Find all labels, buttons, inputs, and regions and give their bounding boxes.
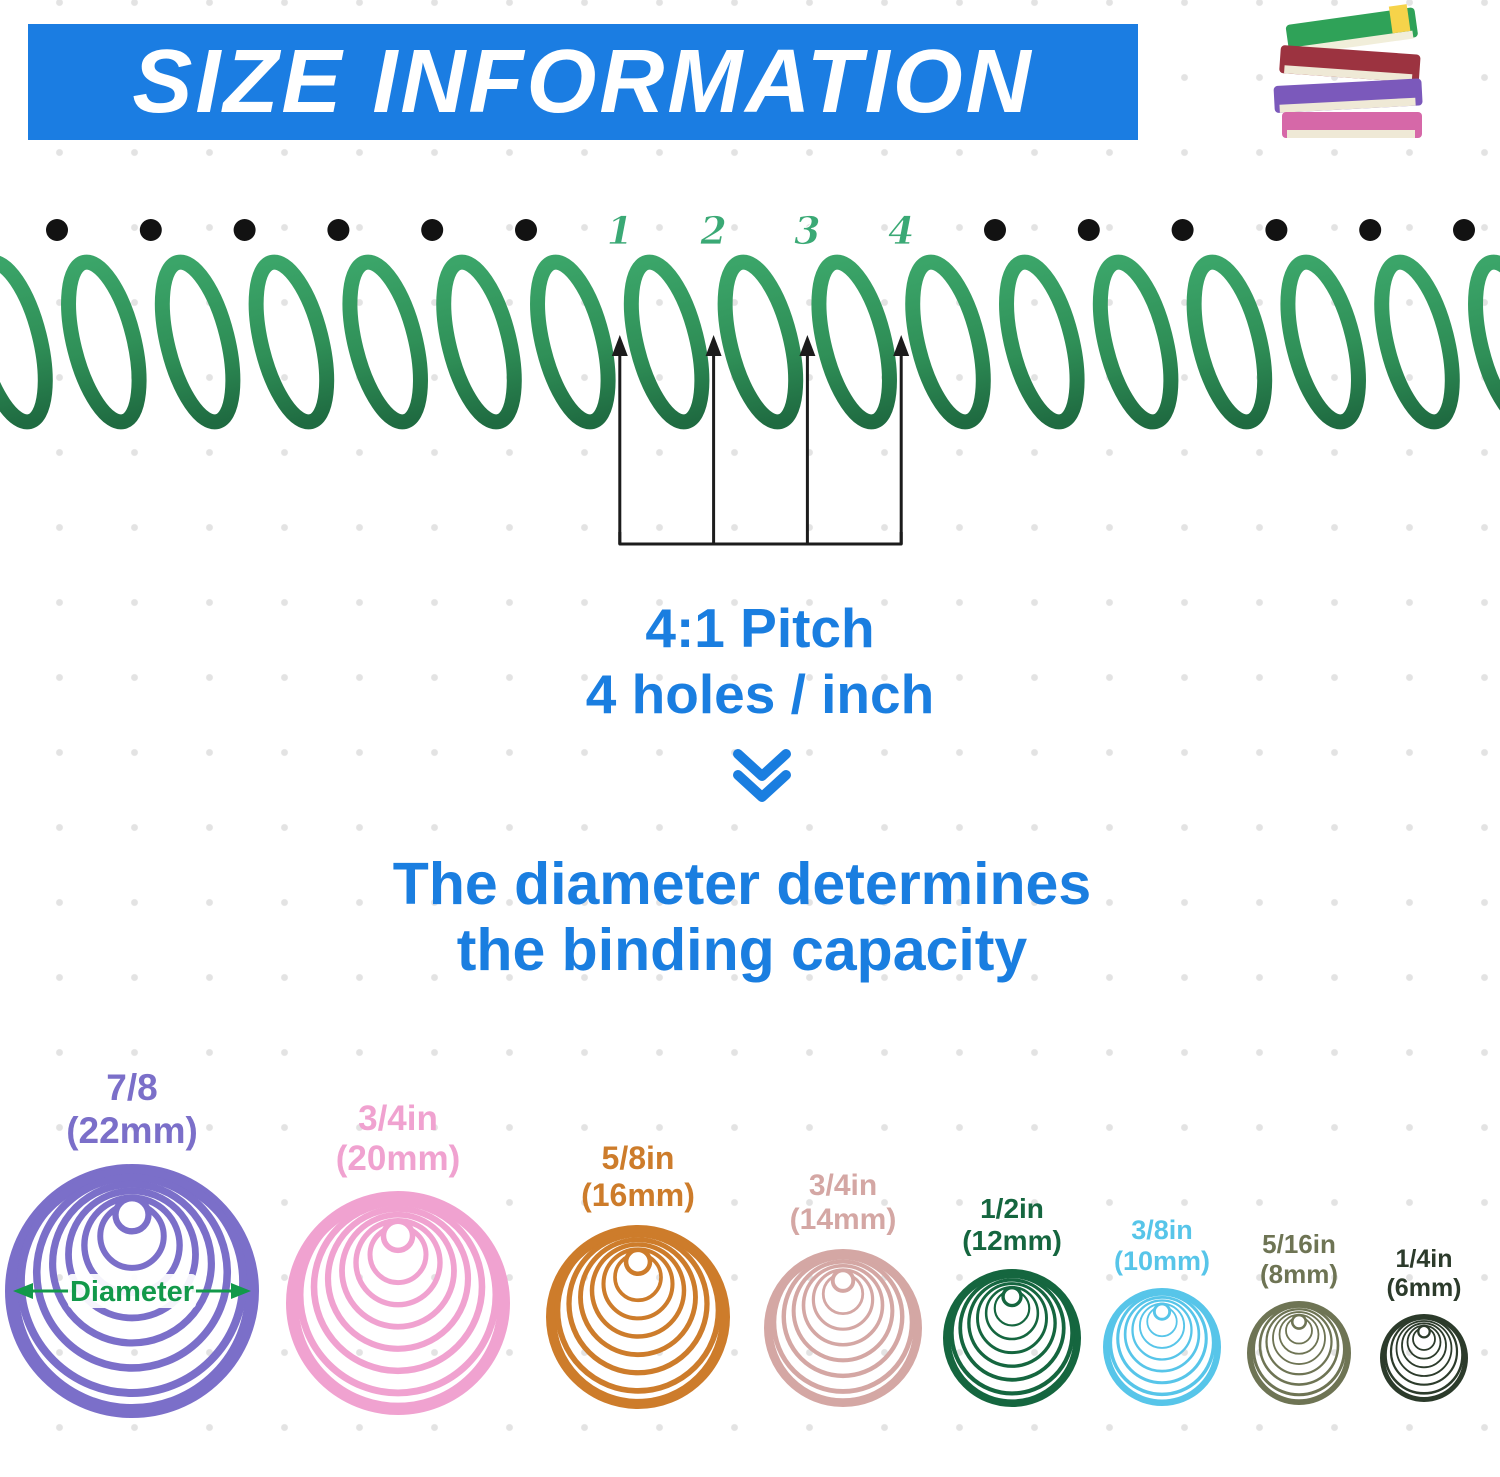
punch-hole-dot <box>1453 219 1475 241</box>
capacity-line1: The diameter determines <box>392 851 1092 917</box>
pitch-arrows <box>611 335 910 546</box>
pitch-line2: 4 holes / inch <box>585 663 935 725</box>
punch-hole-dot <box>1359 219 1382 241</box>
punch-hole-dot <box>46 219 68 241</box>
hole-number: 4 <box>888 208 914 253</box>
punch-hole-dot <box>1265 219 1288 241</box>
punch-hole-dot <box>1171 219 1194 241</box>
page-title: SIZE INFORMATION <box>132 31 1034 132</box>
punch-hole-dot <box>421 219 444 241</box>
capacity-line2: the binding capacity <box>456 917 1028 983</box>
punch-hole-dot <box>139 219 162 241</box>
punch-hole-dot <box>984 219 1006 241</box>
hole-number: 3 <box>794 208 820 253</box>
coil-strip-svg: 1 2 3 4 <box>0 208 1500 546</box>
books-icon <box>1273 4 1423 138</box>
punch-hole-dot <box>515 219 537 241</box>
punch-hole-dot <box>233 219 256 241</box>
hole-number: 1 <box>607 208 633 253</box>
coil-binding-illustration: 1 2 3 4 <box>0 192 1500 572</box>
punch-hole-dot <box>1077 219 1100 241</box>
chevron-down-icon <box>733 749 791 802</box>
header-banner: SIZE INFORMATION <box>28 24 1138 140</box>
pitch-line1: 4:1 Pitch <box>645 597 875 659</box>
punch-hole-dot <box>327 219 350 241</box>
hole-number: 2 <box>699 208 726 253</box>
